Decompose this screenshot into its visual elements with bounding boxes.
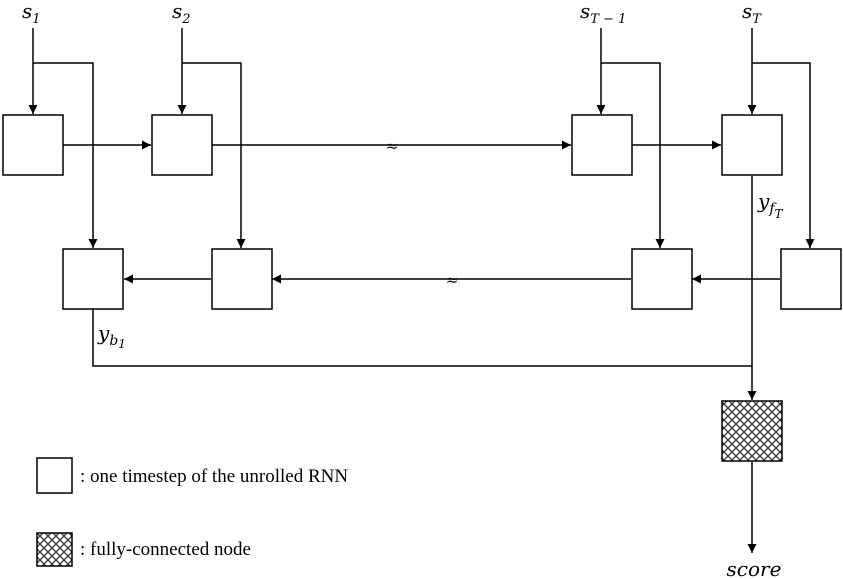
fully-connected-node bbox=[721, 400, 783, 462]
backward-rnn-cell-3 bbox=[631, 248, 693, 310]
input-connections bbox=[28, 28, 815, 248]
output-connections bbox=[92, 176, 757, 553]
backward-rnn-row bbox=[62, 248, 842, 310]
output-label-yb1: yb1 bbox=[97, 321, 126, 351]
backward-rnn-cell-1 bbox=[62, 248, 124, 310]
legend-rnn-swatch bbox=[36, 457, 73, 494]
backward-rnn-cell-4 bbox=[780, 248, 842, 310]
arrow-sT-1-to-backward-3 bbox=[601, 62, 665, 248]
input-label-sT-1: sT − 1 bbox=[580, 0, 626, 27]
forward-ellipsis: ≈ bbox=[386, 137, 399, 155]
output-label-yfT: yfT bbox=[757, 189, 784, 221]
forward-rnn-cell-2 bbox=[151, 114, 213, 176]
backward-rnn-cell-2 bbox=[211, 248, 273, 310]
score-label: score bbox=[727, 557, 782, 579]
backward-ellipsis: ≈ bbox=[446, 271, 459, 289]
forward-rnn-cell-4 bbox=[721, 114, 783, 176]
input-label-sT: sT bbox=[742, 0, 762, 27]
input-label-s2: s2 bbox=[172, 0, 191, 27]
legend-rnn-label: : one timestep of the unrolled RNN bbox=[80, 466, 348, 487]
arrow-s1-to-backward-1 bbox=[33, 62, 98, 248]
legend: : one timestep of the unrolled RNN : ful… bbox=[36, 457, 348, 567]
input-label-s1: s1 bbox=[22, 0, 41, 27]
legend-fc-label: : fully-connected node bbox=[80, 539, 251, 560]
forward-rnn-row bbox=[2, 114, 783, 176]
forward-rnn-cell-3 bbox=[571, 114, 633, 176]
forward-rnn-cell-1 bbox=[2, 114, 64, 176]
legend-fc-swatch bbox=[36, 532, 73, 567]
arrow-sT-to-backward-4 bbox=[752, 62, 815, 248]
line-yb1-to-merge bbox=[92, 309, 752, 367]
arrow-s2-to-backward-2 bbox=[182, 62, 246, 248]
